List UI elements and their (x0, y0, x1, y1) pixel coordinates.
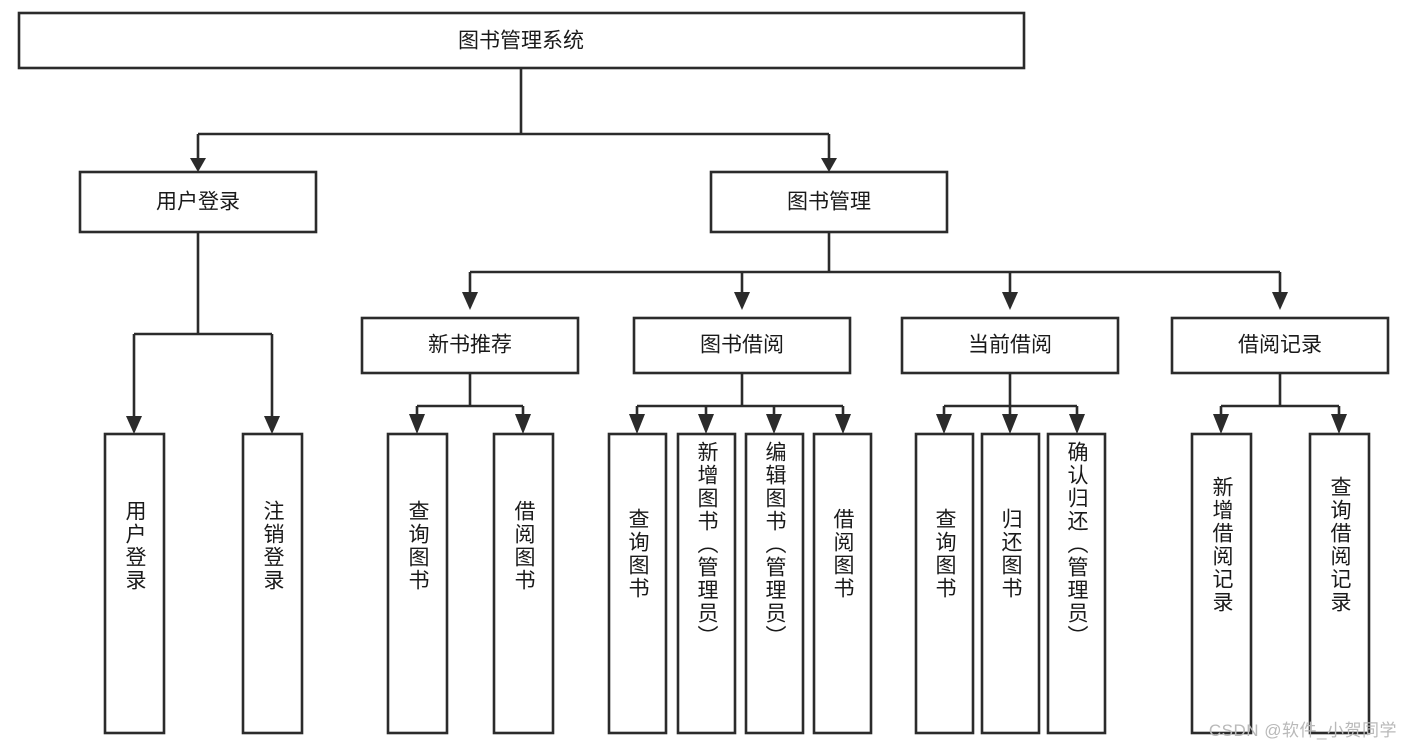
arrow-head-icon (698, 414, 714, 434)
arrow-head-icon (462, 292, 478, 310)
connector-current-borrow-to-leaves (936, 373, 1085, 434)
arrow-head-icon (766, 414, 782, 434)
node-current-borrow[interactable]: 当前借阅 (900, 316, 1120, 375)
connector-root-to-level2 (190, 68, 837, 172)
arrow-head-icon (126, 416, 142, 434)
node-current-borrow-label: 当前借阅 (968, 334, 1052, 357)
node-borrow-record-label: 借阅记录 (1238, 334, 1322, 357)
leaf-rects-user-login (103, 432, 304, 735)
arrow-head-icon (821, 158, 837, 172)
node-root-label: 图书管理系统 (458, 30, 584, 53)
leaf-rects-current-borrow (914, 432, 1107, 735)
node-new-book-recommend[interactable]: 新书推荐 (360, 316, 580, 375)
connector-new-book-to-leaves (409, 373, 531, 434)
node-root-book-management-system[interactable]: 图书管理系统 (17, 11, 1026, 70)
node-leaf-query-borrow-record[interactable] (1308, 432, 1371, 735)
arrow-head-icon (1331, 414, 1347, 434)
node-leaf-add-borrow-record[interactable] (1190, 432, 1253, 735)
node-leaf-return-book[interactable] (980, 432, 1041, 735)
node-book-management[interactable]: 图书管理 (709, 170, 949, 234)
node-new-book-recommend-label: 新书推荐 (428, 334, 512, 357)
arrow-head-icon (1002, 414, 1018, 434)
node-leaf-borrow-book-a[interactable] (492, 432, 555, 735)
leaf-rects-borrow-record (1190, 432, 1371, 735)
node-leaf-query-book-b[interactable] (607, 432, 668, 735)
node-user-login-label: 用户登录 (156, 191, 240, 214)
arrow-head-icon (1272, 292, 1288, 310)
arrow-head-icon (515, 414, 531, 434)
arrow-head-icon (835, 414, 851, 434)
arrow-head-icon (1213, 414, 1229, 434)
connector-borrow-record-to-leaves (1213, 373, 1347, 434)
connector-book-manage-to-level3 (462, 232, 1288, 310)
arrow-head-icon (264, 416, 280, 434)
arrow-head-icon (1069, 414, 1085, 434)
connector-book-borrow-to-leaves (629, 373, 851, 434)
node-book-management-label: 图书管理 (787, 191, 871, 214)
node-book-borrow-label: 图书借阅 (700, 334, 784, 357)
leaf-rects-new-book-recommend (386, 432, 555, 735)
arrow-head-icon (936, 414, 952, 434)
node-leaf-confirm-return-admin[interactable] (1046, 432, 1107, 735)
arrow-head-icon (409, 414, 425, 434)
node-leaf-add-book-admin[interactable] (676, 432, 737, 735)
node-leaf-query-book-c[interactable] (914, 432, 975, 735)
node-leaf-user-login[interactable] (103, 432, 166, 735)
node-leaf-edit-book-admin[interactable] (744, 432, 805, 735)
node-book-borrow[interactable]: 图书借阅 (632, 316, 852, 375)
arrow-head-icon (190, 158, 206, 172)
arrow-head-icon (629, 414, 645, 434)
node-leaf-borrow-book-b[interactable] (812, 432, 873, 735)
watermark-text: CSDN @软件_小贺同学 (1208, 721, 1397, 740)
node-user-login[interactable]: 用户登录 (78, 170, 318, 234)
arrow-head-icon (1002, 292, 1018, 310)
leaf-rects-book-borrow (607, 432, 873, 735)
node-leaf-query-book-a[interactable] (386, 432, 449, 735)
connector-user-login-to-leaves (126, 232, 280, 434)
node-borrow-record[interactable]: 借阅记录 (1170, 316, 1390, 375)
node-leaf-logout-login[interactable] (241, 432, 304, 735)
arrow-head-icon (734, 292, 750, 310)
